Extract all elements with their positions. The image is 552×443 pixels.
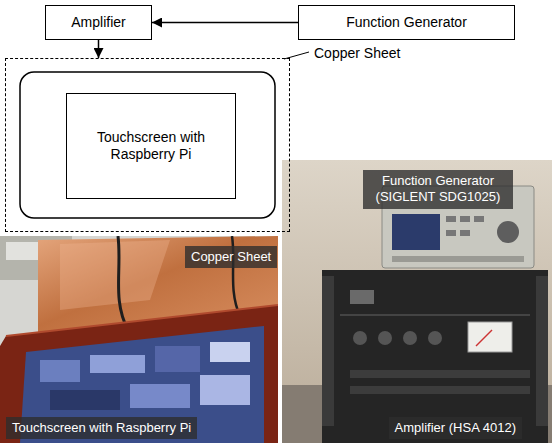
screen-block bbox=[210, 342, 250, 362]
screen-block bbox=[200, 375, 250, 405]
generator-button bbox=[460, 216, 470, 222]
signal-arrow bbox=[98, 40, 100, 58]
generator-button bbox=[460, 230, 470, 236]
amplifier-body bbox=[322, 270, 548, 443]
amplifier-vent bbox=[350, 386, 530, 394]
screen-block bbox=[130, 384, 190, 408]
touch-screen bbox=[20, 326, 264, 443]
generator-button bbox=[446, 230, 456, 236]
tablet-outline bbox=[20, 72, 275, 218]
screen-block bbox=[50, 390, 120, 410]
cable bbox=[232, 236, 240, 316]
photo-caption: Copper Sheet bbox=[185, 246, 277, 268]
block-box: Amplifier bbox=[45, 5, 152, 40]
block-box: Function Generator bbox=[298, 5, 515, 40]
screen-block bbox=[155, 346, 200, 372]
generator-screen bbox=[392, 214, 440, 250]
rack-handle bbox=[322, 276, 334, 426]
cable bbox=[118, 236, 128, 330]
function-generator bbox=[382, 186, 534, 268]
box-label: Function Generator bbox=[346, 14, 467, 31]
box-label: Touchscreen with Raspberry Pi bbox=[86, 129, 216, 163]
shield-region: Copper SheetTouchscreen with Raspberry P… bbox=[5, 58, 290, 232]
photo-caption: Function Generator (SIGLENT SDG1025) bbox=[363, 170, 513, 209]
amplifier-knob bbox=[428, 331, 442, 345]
tablet-photo bbox=[0, 236, 278, 443]
generator-knob bbox=[497, 221, 519, 243]
signal-arrow bbox=[152, 22, 298, 24]
generator-button bbox=[446, 216, 456, 222]
amplifier-knob bbox=[378, 331, 392, 345]
tablet-bezel bbox=[0, 305, 278, 443]
screen-block bbox=[90, 355, 145, 373]
photo-caption: Touchscreen with Raspberry Pi bbox=[6, 417, 197, 439]
photo-caption: Amplifier (HSA 4012) bbox=[389, 417, 522, 439]
device-box: Touchscreen with Raspberry Pi bbox=[66, 93, 236, 199]
copper-sheen bbox=[60, 240, 170, 310]
amplifier-knob bbox=[403, 331, 417, 345]
instrument-photo bbox=[282, 160, 552, 443]
photo-background bbox=[0, 236, 278, 443]
amplifier-vent bbox=[350, 370, 530, 378]
box-label: Amplifier bbox=[71, 14, 125, 31]
leader-line bbox=[284, 52, 309, 59]
level-meter bbox=[468, 322, 512, 352]
screen-block bbox=[40, 360, 80, 382]
generator-ports bbox=[392, 256, 524, 262]
amplifier-knob bbox=[353, 331, 367, 345]
amplifier-switch bbox=[350, 290, 374, 304]
generator-button bbox=[474, 216, 484, 222]
rack-handle bbox=[536, 276, 548, 426]
meter-needle bbox=[476, 330, 492, 346]
callout-label: Copper Sheet bbox=[314, 45, 400, 62]
panel-line bbox=[340, 314, 530, 316]
